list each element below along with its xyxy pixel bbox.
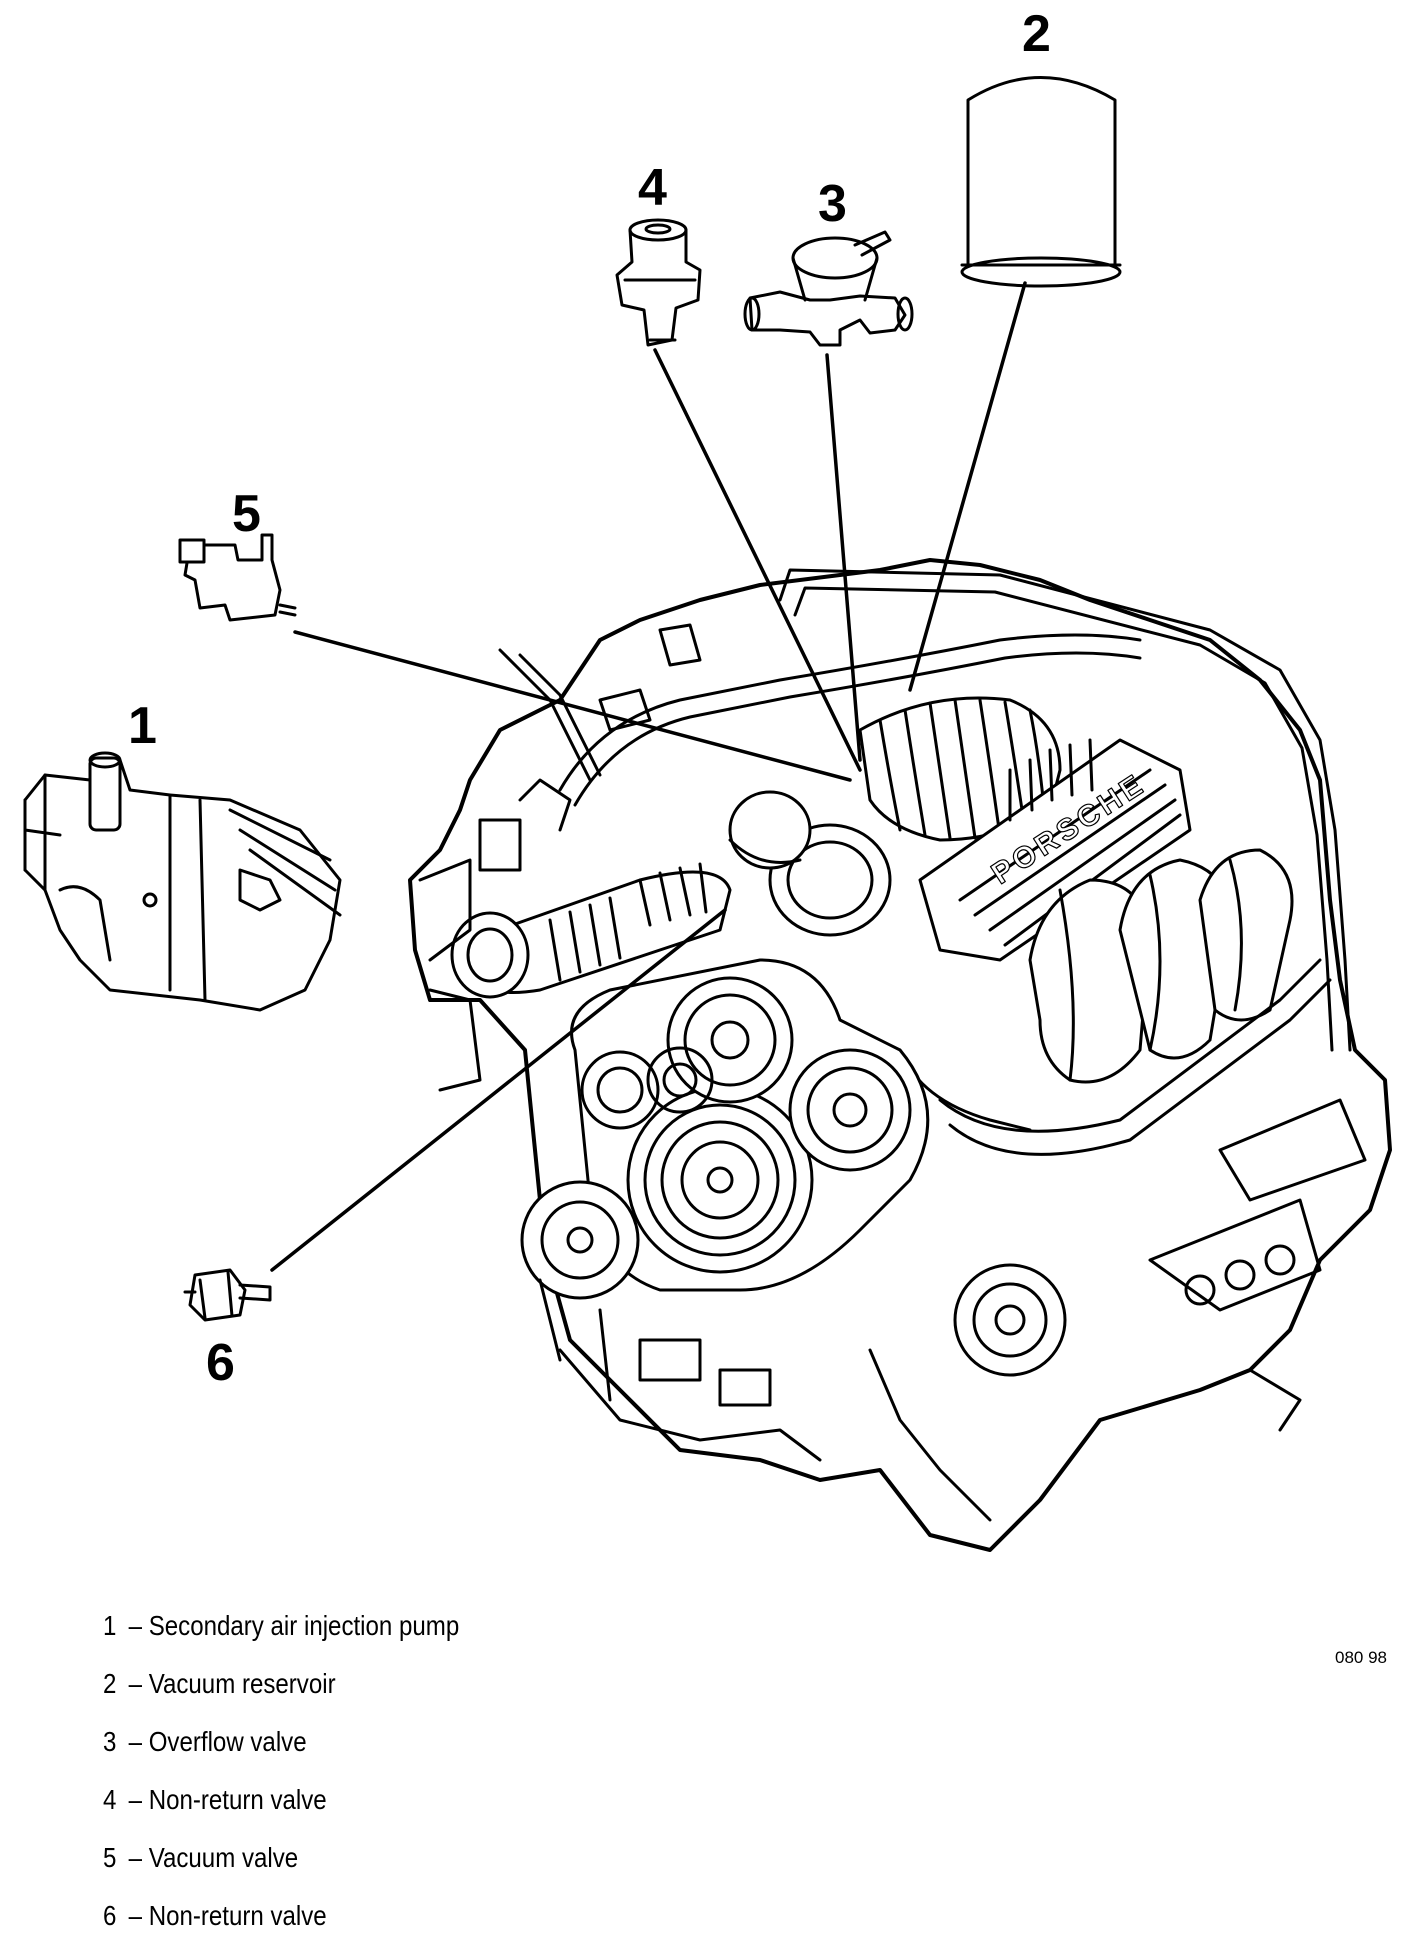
pulley-water-pump bbox=[520, 1180, 640, 1300]
callout-4: 4 bbox=[638, 159, 667, 217]
non-return-valve-bottom bbox=[183, 1268, 272, 1322]
callout-5: 5 bbox=[232, 485, 261, 543]
intake-runners bbox=[1028, 848, 1294, 1084]
legend-item: 1 – Secondary air injection pump bbox=[103, 1610, 460, 1641]
coolant-pipes bbox=[558, 568, 1352, 1156]
throttle-assembly bbox=[728, 790, 892, 937]
leader-lines bbox=[270, 281, 1027, 1272]
belt-drive bbox=[520, 958, 1067, 1377]
secondary-air-pump bbox=[23, 751, 342, 1012]
breather-hose bbox=[450, 862, 732, 999]
legend-item: 2 – Vacuum reservoir bbox=[103, 1668, 336, 1699]
block-left-details bbox=[418, 623, 702, 1092]
callout-1: 1 bbox=[128, 697, 157, 755]
legend-item: 5 – Vacuum valve bbox=[103, 1842, 299, 1873]
vacuum-reservoir bbox=[960, 76, 1122, 288]
leader-5 bbox=[293, 630, 852, 782]
legend-item: 4 – Non-return valve bbox=[103, 1784, 327, 1815]
pulley-ac bbox=[953, 1263, 1067, 1377]
figure-code: 080 98 bbox=[1335, 1648, 1387, 1667]
leader-3 bbox=[825, 353, 862, 762]
pulley-power-steering bbox=[666, 976, 794, 1104]
leader-6 bbox=[270, 908, 727, 1272]
vacuum-valve bbox=[178, 533, 297, 622]
non-return-valve-top bbox=[615, 218, 702, 347]
parts-legend: 1 – Secondary air injection pump 2 – Vac… bbox=[103, 1597, 517, 1945]
legend-item: 3 – Overflow valve bbox=[103, 1726, 307, 1757]
pulley-idler bbox=[580, 1050, 660, 1130]
leader-4 bbox=[653, 348, 862, 772]
legend-item: 6 – Non-return valve bbox=[103, 1900, 327, 1931]
callout-2: 2 bbox=[1022, 5, 1051, 63]
engine-assembly: PORSCHE bbox=[408, 558, 1392, 1552]
callout-6: 6 bbox=[206, 1334, 235, 1392]
lower-block bbox=[538, 1098, 1367, 1522]
callout-3: 3 bbox=[818, 175, 847, 233]
pulley-crank bbox=[626, 1086, 814, 1274]
overflow-valve bbox=[743, 230, 914, 347]
leader-2 bbox=[908, 281, 1027, 692]
